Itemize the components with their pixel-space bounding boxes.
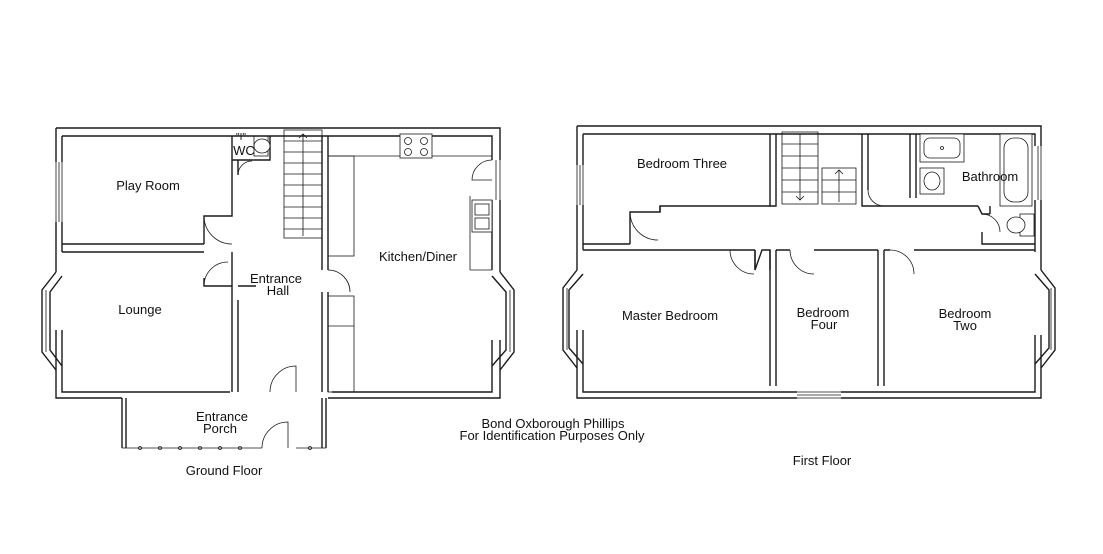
room-label-bedroom-two-line1: Bedroom (938, 306, 992, 321)
ground-floor-plan (41, 127, 515, 450)
agent-name: Bond Oxborough Phillips (481, 416, 625, 431)
room-label-bedroom-four-line2: Four (810, 317, 838, 332)
room-label-bedroom-four-line1: Bedroom (796, 305, 850, 320)
room-label-bedroom-two-line2: Two (953, 318, 977, 333)
room-label-entrance-porch-line2: Porch (203, 421, 237, 436)
room-label-wc: WC (233, 143, 255, 158)
room-label-bathroom: Bathroom (961, 169, 1019, 184)
first-floor-caption: First Floor (792, 453, 852, 468)
agent-disclaimer: For Identification Purposes Only (459, 428, 645, 443)
room-label-entrance-porch-line1: Entrance (195, 409, 249, 424)
room-label-entrance-hall-line1: Entrance (249, 271, 303, 286)
room-label-play-room: Play Room (116, 178, 180, 193)
room-label-entrance-hall-line2: Hall (266, 283, 290, 298)
room-label-bedroom-three: Bedroom Three (636, 156, 728, 171)
room-label-lounge: Lounge (118, 302, 162, 317)
ground-floor-caption: Ground Floor (185, 463, 263, 478)
room-label-wc-line1: "I" (236, 132, 246, 143)
room-label-master-bedroom: Master Bedroom (621, 308, 719, 323)
first-floor-plan (562, 125, 1056, 399)
room-label-kitchen-diner: Kitchen/Diner (378, 249, 458, 264)
